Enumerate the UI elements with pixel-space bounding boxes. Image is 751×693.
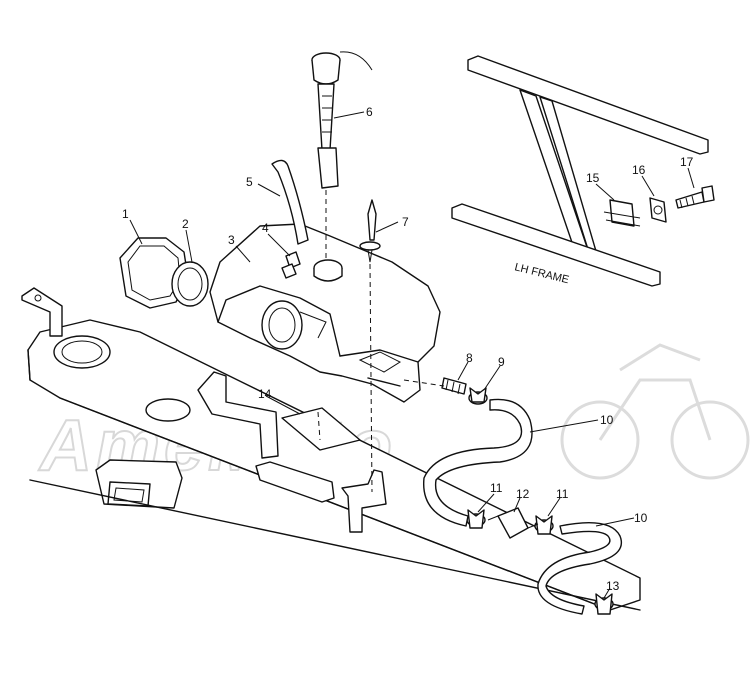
callout-16: 16 — [632, 163, 646, 177]
clamp-11a — [466, 509, 486, 529]
callout-1: 1 — [122, 207, 129, 221]
drain-plug-7 — [359, 199, 381, 263]
bracket-15 — [603, 199, 641, 227]
clamp-9 — [468, 387, 488, 405]
vent-hose-5 — [271, 159, 309, 245]
callout-10a: 10 — [600, 413, 614, 427]
pad-14 — [281, 407, 361, 451]
callout-3: 3 — [228, 233, 235, 247]
cap-1 — [119, 237, 189, 309]
callout-15: 15 — [586, 171, 600, 185]
callouts: 1 2 3 4 5 6 7 8 9 10 10 11 11 12 13 14 1… — [122, 105, 694, 593]
fuel-gauge-6 — [311, 51, 373, 189]
callout-6: 6 — [366, 105, 373, 119]
callout-10b: 10 — [634, 511, 648, 525]
callout-13: 13 — [606, 579, 620, 593]
frame-label: LH FRAME — [513, 261, 570, 286]
watermark-motorcycle — [560, 343, 750, 480]
petcock-8 — [441, 377, 467, 395]
callout-8: 8 — [466, 351, 473, 365]
callout-9: 9 — [498, 355, 505, 369]
fuel-tank — [209, 223, 441, 403]
lh-frame: LH FRAME — [451, 55, 709, 287]
leader-lines — [129, 111, 695, 599]
clamp-13 — [594, 593, 614, 615]
callout-4: 4 — [262, 221, 269, 235]
fuel-line-10b — [537, 521, 622, 615]
callout-7: 7 — [402, 215, 409, 229]
callout-12: 12 — [516, 487, 530, 501]
screw-17 — [675, 185, 715, 209]
gasket-2 — [171, 261, 209, 307]
callout-11b: 11 — [556, 487, 569, 501]
clamp-11b — [534, 515, 554, 535]
filter-12 — [487, 507, 539, 539]
callout-17: 17 — [680, 155, 694, 169]
callout-5: 5 — [246, 175, 253, 189]
callout-11a: 11 — [490, 481, 503, 495]
main-frame — [21, 287, 641, 611]
alignment-lines — [317, 190, 445, 493]
fuel-line-10a — [423, 398, 533, 527]
callout-14: 14 — [258, 387, 272, 401]
clip-16 — [649, 197, 667, 223]
callout-2: 2 — [182, 217, 189, 231]
